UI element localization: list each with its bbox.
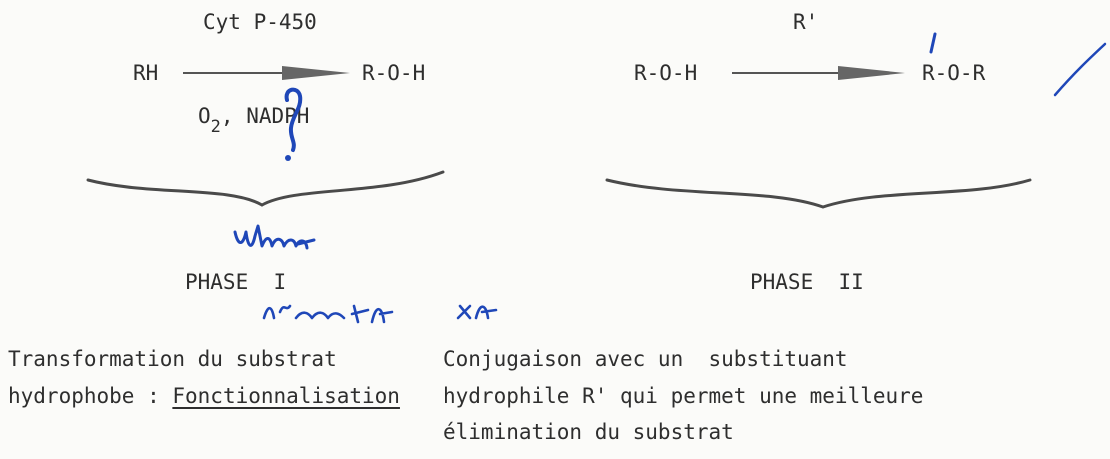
phase1-brace [86,170,445,207]
phase2-label: PHASE II [750,270,864,294]
phase2-product: R-O-R [922,61,986,85]
handwritten-scribble-2 [262,304,394,324]
handwritten-question-mark [284,87,303,161]
cofactor-oxygen-subscript: 2 [210,117,221,137]
phase1-reaction-arrow [183,66,350,80]
handwritten-margin-stroke [1053,42,1107,97]
phase1-desc-prefix: hydrophobe : [8,384,173,408]
phase2-substrate: R-O-H [634,61,698,85]
cofactor-nadph: , NADPH [220,104,310,128]
phase2-group: R' [793,10,819,34]
phase2-desc-line3: élimination du substrat [443,420,734,444]
phase1-label: PHASE I [185,270,287,294]
handwritten-prime-mark [929,32,937,54]
handwritten-scribble-3 [456,304,498,320]
phase1-desc-line2: hydrophobe : Fonctionnalisation [8,386,400,407]
phase2-reaction-arrow [732,66,905,80]
phase2-desc-line1: Conjugaison avec un substituant [443,347,848,371]
cofactor-oxygen: O [198,104,211,128]
phase1-product: R-O-H [362,61,426,85]
handwritten-scribble-1 [233,224,316,250]
phase1-desc-line1: Transformation du substrat [8,347,337,371]
phase1-substrate: RH [133,61,159,85]
phase1-cofactors: O2, NADPH [198,106,309,136]
phase2-desc-line2: hydrophile R' qui permet une meilleure [443,384,924,408]
phase1-enzyme: Cyt P-450 [203,10,317,34]
phase2-brace [605,178,1032,209]
phase1-desc-keyword: Fonctionnalisation [172,384,400,408]
